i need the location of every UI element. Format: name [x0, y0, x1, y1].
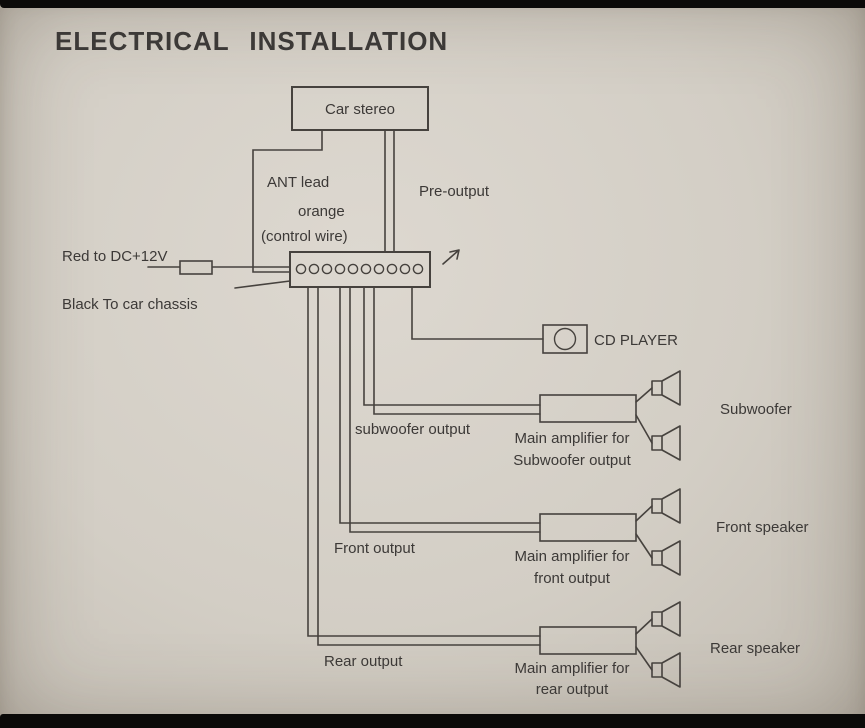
- wire-rear-2: [317, 286, 541, 646]
- amp-caption-subwoofer-2: Subwoofer output: [513, 452, 631, 469]
- page-title: ELECTRICAL INSTALLATION: [55, 26, 449, 56]
- cd-player-label: CD PLAYER: [594, 332, 678, 349]
- amp-to-speaker-line: [635, 646, 653, 671]
- car-stereo-label: Car stereo: [325, 101, 395, 118]
- wire-ground: [234, 280, 291, 289]
- amp-caption-front-2: front output: [534, 570, 611, 587]
- wire-ant-lead: [252, 129, 323, 273]
- fuse: [179, 260, 213, 275]
- wire-front-1: [339, 286, 541, 524]
- ant-lead-label-3: (control wire): [261, 228, 348, 245]
- power-wire-label: Red to DC+12V: [62, 248, 167, 265]
- pre-output-label: Pre-output: [419, 183, 490, 200]
- output-label-front: Front output: [334, 540, 416, 557]
- wire-rear-1: [307, 286, 541, 637]
- speaker-icon: [651, 601, 681, 637]
- wire-cd-player: [411, 286, 544, 340]
- cd-disc-icon: [553, 327, 577, 351]
- pin-hole: [347, 263, 359, 275]
- amp-box-subwoofer: [539, 394, 637, 423]
- channel-front: Front output Main amplifier for front ou…: [334, 488, 809, 587]
- pin-hole: [295, 263, 307, 275]
- amp-box-front: [539, 513, 637, 542]
- connector-block: [289, 251, 431, 288]
- amp-to-speaker-line: [635, 505, 653, 522]
- channel-subwoofer: subwoofer output Main amplifier for Subw…: [355, 370, 792, 469]
- connector-outline: [289, 251, 431, 288]
- speaker-icon: [651, 425, 681, 461]
- output-label-rear: Rear output: [324, 653, 403, 670]
- amp-box-rear: [539, 626, 637, 655]
- amp-caption-rear-1: Main amplifier for: [514, 660, 629, 677]
- car-stereo-outline: [291, 86, 429, 131]
- amp-to-speaker-line: [635, 618, 653, 635]
- pin-hole: [334, 263, 346, 275]
- pin-hole: [386, 263, 398, 275]
- wiring-lines: [147, 129, 544, 646]
- wire-subwoofer-2: [373, 286, 541, 415]
- pin-hole: [399, 263, 411, 275]
- ant-lead-label-1: ANT lead: [267, 174, 329, 191]
- amp-caption-subwoofer-1: Main amplifier for: [514, 430, 629, 447]
- amp-to-speaker-line: [635, 414, 653, 444]
- amp-caption-rear-2: rear output: [536, 681, 609, 698]
- pin-hole: [412, 263, 424, 275]
- photo-edge-bottom: [0, 714, 865, 728]
- cd-player: CD PLAYER: [542, 324, 678, 354]
- channel-rear: Rear output Main amplifier for rear outp…: [324, 601, 800, 698]
- output-label-subwoofer: subwoofer output: [355, 421, 471, 438]
- speaker-label-subwoofer: Subwoofer: [720, 401, 792, 418]
- car-stereo-box: Car stereo: [291, 86, 429, 131]
- connector-pins: [295, 263, 424, 275]
- speaker-icon: [651, 540, 681, 576]
- ground-wire-label: Black To car chassis: [62, 296, 198, 313]
- wire-front-2: [349, 286, 541, 533]
- cd-player-outline: [542, 324, 588, 354]
- pointer-arrow-icon: [442, 249, 460, 265]
- ant-lead-label-2: orange: [298, 203, 345, 220]
- speaker-icon: [651, 370, 681, 406]
- amp-to-speaker-line: [635, 387, 653, 403]
- speaker-label-front: Front speaker: [716, 519, 809, 536]
- speaker-icon: [651, 652, 681, 688]
- speaker-icon: [651, 488, 681, 524]
- pin-hole: [321, 263, 333, 275]
- pin-hole: [360, 263, 372, 275]
- wire-subwoofer-1: [363, 286, 541, 406]
- speaker-label-rear: Rear speaker: [710, 640, 800, 657]
- amp-caption-front-1: Main amplifier for: [514, 548, 629, 565]
- amp-to-speaker-line: [635, 533, 653, 559]
- pin-hole: [373, 263, 385, 275]
- pin-hole: [308, 263, 320, 275]
- photo-edge-top: [0, 0, 865, 8]
